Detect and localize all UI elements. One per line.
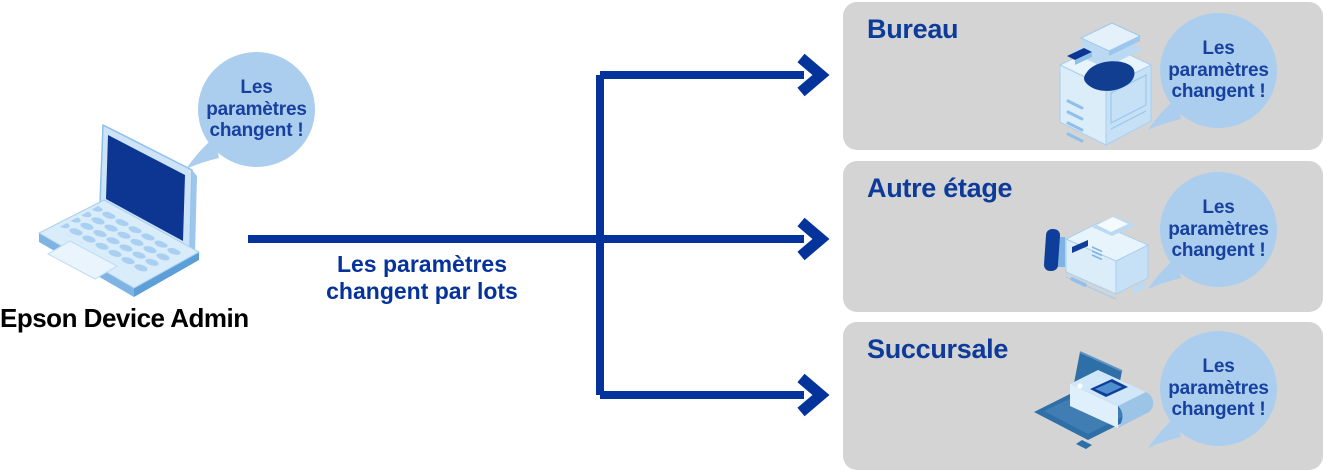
- bubble-line: changent !: [1171, 81, 1266, 103]
- copier-icon: [1058, 22, 1153, 146]
- laptop-icon: [37, 124, 201, 297]
- bubble-tail: [186, 137, 219, 169]
- bubble-line: Les: [240, 77, 273, 99]
- bubble-line: paramètres: [1168, 218, 1269, 240]
- destination-title: Bureau: [867, 14, 959, 44]
- bubble-tail: [1148, 98, 1181, 130]
- bubble-tail: [1148, 257, 1181, 289]
- batch-change-label: Les paramètres changent par lots: [282, 251, 562, 305]
- destination-speech-bubble: Les paramètres changent !: [1148, 331, 1277, 448]
- source-device-label: Epson Device Admin: [0, 303, 249, 333]
- destination-speech-bubble: Les paramètres changent !: [1148, 13, 1277, 130]
- bubble-line: changent !: [1171, 240, 1266, 262]
- mfp-printer-icon: [1043, 216, 1150, 300]
- source-speech-bubble: Les paramètres changent !: [186, 52, 315, 169]
- bubble-line: changent !: [1171, 399, 1266, 421]
- bubble-tail: [1148, 416, 1181, 448]
- destination-title: Succursale: [867, 334, 1009, 364]
- bubble-line: paramètres: [206, 98, 307, 120]
- bubble-line: Les: [1202, 38, 1235, 60]
- bubble-line: paramètres: [1168, 59, 1269, 81]
- destination-title: Autre étage: [867, 173, 1013, 203]
- batch-change-label-line2: changent par lots: [326, 278, 518, 305]
- batch-change-label-line1: Les paramètres: [336, 251, 508, 277]
- bubble-line: Les: [1202, 356, 1235, 378]
- bubble-line: Les: [1202, 197, 1235, 219]
- bubble-line: paramètres: [1168, 377, 1269, 399]
- destination-speech-bubble: Les paramètres changent !: [1148, 172, 1277, 289]
- scanner-icon: [1034, 351, 1154, 449]
- bubble-line: changent !: [209, 120, 304, 142]
